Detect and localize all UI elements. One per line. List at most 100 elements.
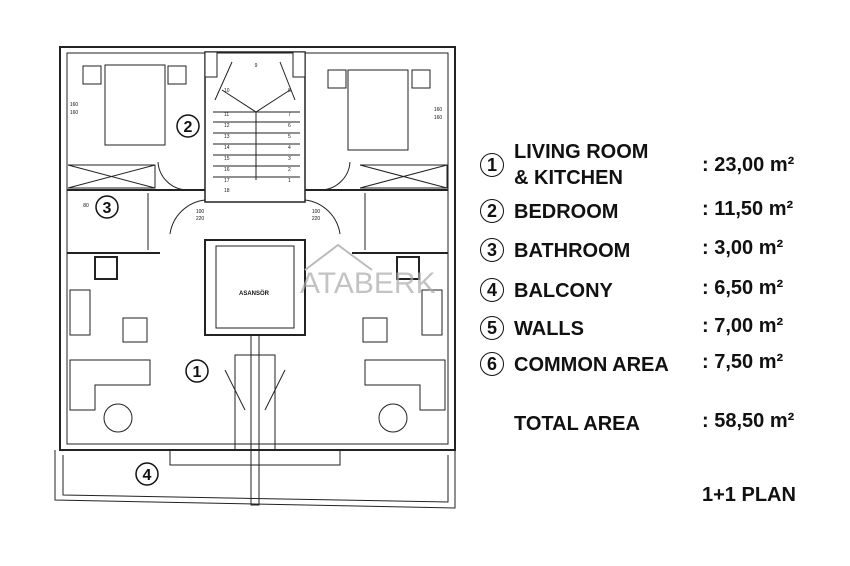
floor-plan-drawing: 2 3 1 4 ASANSÖR 9 80 100 220 100 220 160… [54, 46, 456, 509]
watermark: ATABERK [300, 267, 436, 300]
column [204, 51, 218, 78]
elevator-label: ASANSÖR [239, 290, 270, 297]
legend-item-living-room: 1 LIVING ROOM & KITCHEN : 23,00 m² [478, 139, 850, 191]
legend-label: & KITCHEN [514, 167, 623, 189]
room-marker-1: 1 [193, 364, 202, 381]
nightstand [327, 69, 347, 89]
wardrobe-left [67, 164, 156, 189]
dimension-label: 220 [312, 216, 321, 222]
stair-number: 5 [288, 134, 291, 140]
door-swing [321, 161, 351, 191]
nightstand [167, 65, 187, 85]
stair-number: 11 [224, 112, 229, 118]
stair-number: 13 [224, 134, 230, 140]
legend-value: : 6,50 m² [702, 277, 784, 299]
legend-number: 5 [480, 316, 504, 340]
stair-number: 3 [288, 156, 291, 162]
legend-number: 4 [480, 278, 504, 302]
watermark-roof [304, 243, 373, 271]
bed-right [347, 69, 409, 151]
room-marker [135, 462, 159, 486]
legend-value: : 11,50 m² [702, 198, 794, 220]
legend-value: : 23,00 m² [702, 154, 795, 176]
legend-value: : 7,50 m² [702, 351, 784, 373]
legend-number: 1 [480, 153, 504, 177]
sink-right [421, 289, 443, 336]
stair-number: 7 [288, 112, 291, 118]
stair-number: 12 [224, 123, 230, 129]
stair-number: 9 [255, 63, 258, 69]
legend-number: 6 [480, 352, 504, 376]
legend-label: BALCONY [514, 280, 613, 302]
plan-type-label: 1+1 PLAN [702, 484, 796, 506]
room-marker-3: 3 [103, 200, 112, 217]
legend-value: : 3,00 m² [702, 237, 784, 259]
dimension-label: 100 [312, 209, 321, 215]
dimension-label: 80 [83, 203, 89, 209]
area-legend: 1 LIVING ROOM & KITCHEN : 23,00 m² 2 BED… [478, 0, 850, 566]
legend-label: WALLS [514, 318, 584, 340]
sink-left [69, 289, 91, 336]
stair-landing [214, 61, 296, 180]
dimension-label: 100 [196, 209, 205, 215]
legend-label: COMMON AREA [514, 354, 669, 376]
door-swing [157, 161, 187, 191]
total-label: TOTAL AREA [514, 413, 640, 435]
party-wall [250, 334, 260, 506]
stair-number: 2 [288, 167, 291, 173]
shaft-cross [224, 369, 286, 411]
legend-label: BATHROOM [514, 240, 631, 262]
legend-number: 3 [480, 238, 504, 262]
stair-core [204, 51, 306, 203]
stair-number: 10 [224, 88, 230, 94]
stair-treads [213, 111, 300, 178]
column [292, 51, 306, 78]
elevator-shaft [204, 239, 306, 336]
room-marker-4: 4 [143, 467, 152, 484]
stair-number: 6 [288, 123, 291, 129]
stair-number: 8 [288, 88, 291, 94]
room-marker [176, 114, 200, 138]
door-swing [304, 199, 341, 235]
outer-wall [59, 46, 456, 451]
room-marker [95, 195, 119, 219]
door-swing [169, 199, 206, 235]
nightstand [82, 65, 102, 85]
balcony-outline [54, 450, 456, 509]
stove-right [396, 256, 420, 280]
dimension-label: 160 [434, 115, 443, 121]
elevator-cab [215, 245, 295, 329]
corridor-wall [169, 450, 341, 466]
sofa-left [69, 359, 151, 411]
dining-table-left [122, 317, 148, 343]
inner-wall [66, 52, 449, 445]
dimension-label: 160 [434, 107, 443, 113]
stair-number: 4 [288, 145, 291, 151]
stove-left [94, 256, 118, 280]
stair-number: 15 [224, 156, 230, 162]
dining-table-right [362, 317, 388, 343]
plant-right [378, 403, 408, 433]
dimension-label: 220 [196, 216, 205, 222]
dimension-label: 160 [70, 110, 79, 116]
shaft [234, 354, 276, 451]
legend-label: LIVING ROOM [514, 141, 649, 163]
balcony-rail [62, 455, 449, 503]
stair-number: 16 [224, 167, 230, 173]
total-value: : 58,50 m² [702, 410, 795, 432]
nightstand [411, 69, 431, 89]
plant-left [103, 403, 133, 433]
room-marker-2: 2 [184, 119, 193, 136]
bed-left [104, 64, 166, 146]
stair-number: 14 [224, 145, 230, 151]
wardrobe-right [359, 164, 448, 189]
stair-number: 18 [224, 188, 230, 194]
room-marker [185, 359, 209, 383]
legend-value: : 7,00 m² [702, 315, 784, 337]
sofa-right [364, 359, 446, 411]
legend-label: BEDROOM [514, 201, 619, 223]
stair-number: 1 [288, 178, 291, 184]
dimension-label: 160 [70, 102, 79, 108]
legend-number: 2 [480, 199, 504, 223]
